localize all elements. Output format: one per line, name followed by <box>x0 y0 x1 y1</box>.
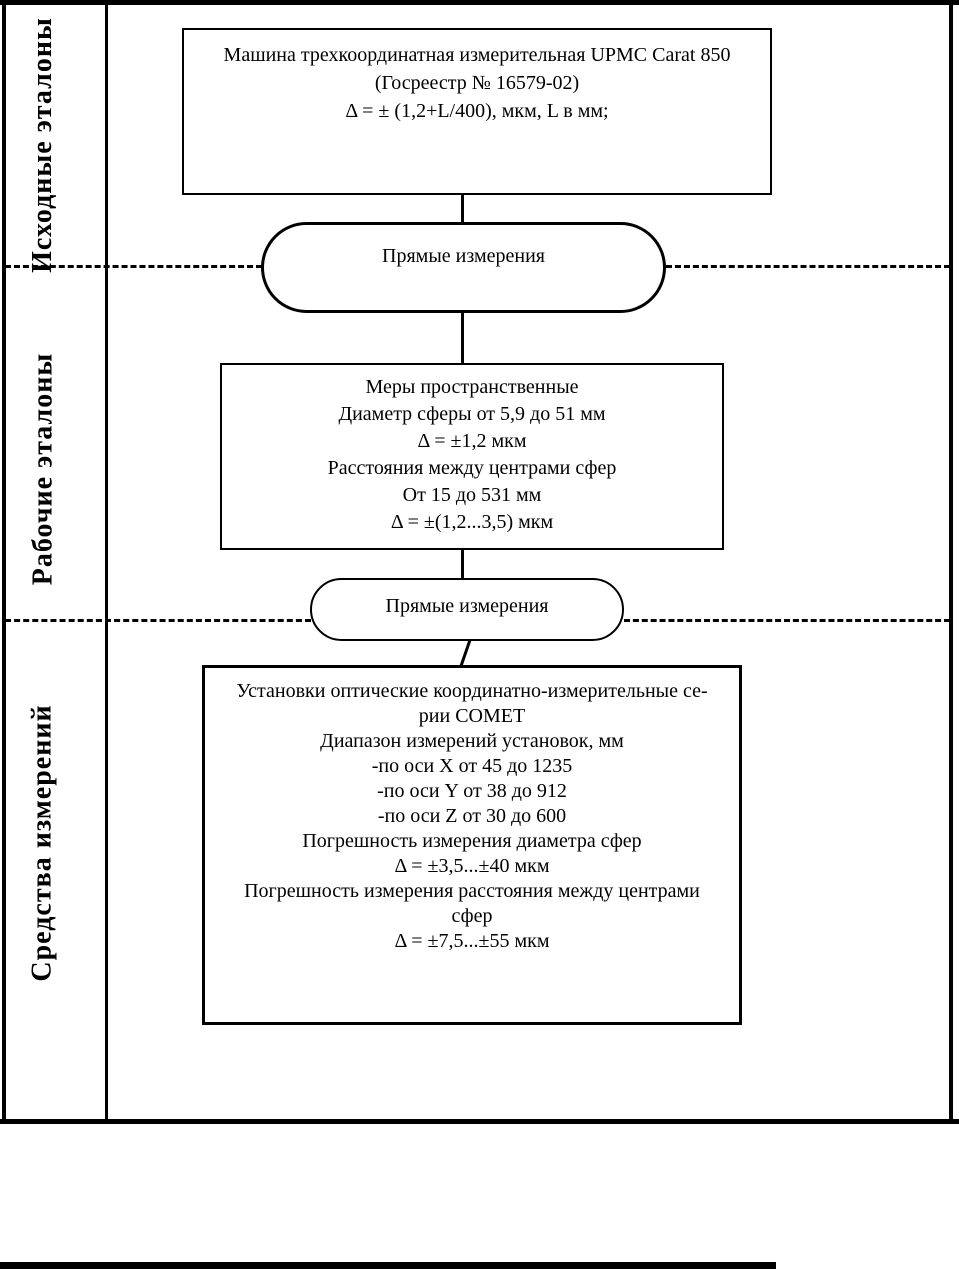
box-text-line: Погрешность измерения расстояния между ц… <box>244 880 700 902</box>
zone-boundary-2-right <box>624 619 950 622</box>
section-divider-line <box>0 1119 959 1124</box>
initial-standard-box: Машина трехкоординатная измерительная UP… <box>182 28 772 195</box>
box-text-line: Погрешность измерения диаметра сфер <box>302 830 642 852</box>
zone-label-text: Исходные эталоны <box>27 17 59 273</box>
connector-topbox-to-oval1 <box>461 194 464 224</box>
connector-oval2-to-bottombox <box>459 639 472 667</box>
box-text-line: сфер <box>451 905 493 927</box>
zone-label-initial-standards: Исходные эталоны <box>0 5 86 273</box>
box-text-line: Диаметр сферы от 5,9 до 51 мм <box>338 403 606 425</box>
zone-boundary-2-left <box>5 619 311 622</box>
box-text-line: Δ = ±1,2 мкм <box>417 430 527 452</box>
box-text-line: -по оси Y от 38 до 912 <box>377 780 567 802</box>
frame-left-border <box>2 0 6 1123</box>
zone-label-working-standards: Рабочие эталоны <box>0 268 86 620</box>
zone-label-measuring-instruments: Средства измерений <box>0 622 86 1119</box>
box-text-line: рии COMET <box>418 705 526 727</box>
connector-middlebox-to-oval2 <box>461 548 464 580</box>
box-text-line: Установки оптические координатно-измерит… <box>236 680 708 702</box>
box-text-line: Δ = ± (1,2+L/400), мкм, L в мм; <box>345 100 609 122</box>
box-text-line: Меры пространственные <box>365 376 579 398</box>
box-text-line: Δ = ±3,5...±40 мкм <box>394 855 550 877</box>
measuring-instrument-box: Установки оптические координатно-измерит… <box>202 665 742 1025</box>
transfer-method-label: Прямые измерения <box>382 245 545 267</box>
zone-label-text: Рабочие эталоны <box>27 352 59 586</box>
transfer-method-label: Прямые измерения <box>385 595 549 617</box>
box-text-line: (Госреестр № 16579-02) <box>374 72 580 94</box>
frame-right-border <box>949 0 953 1123</box>
connector-oval1-to-middlebox <box>461 310 464 364</box>
box-text-line: Δ = ±7,5...±55 мкм <box>394 930 550 952</box>
frame-top-border <box>0 0 959 5</box>
bottom-scan-bar <box>0 1262 776 1269</box>
box-text-line: -по оси Z от 30 до 600 <box>377 805 567 827</box>
zone-column-divider <box>105 0 108 1123</box>
box-text-line: От 15 до 531 мм <box>402 484 542 506</box>
box-text-line: Диапазон измерений установок, мм <box>320 730 624 752</box>
transfer-method-oval-2: Прямые измерения <box>310 578 624 641</box>
zone-label-text: Средства измерений <box>27 704 58 982</box>
zone-boundary-1-left <box>5 265 262 268</box>
working-standard-box: Меры пространственные Диаметр сферы от 5… <box>220 363 724 550</box>
box-text-line: Машина трехкоординатная измерительная UP… <box>223 44 731 66</box>
box-text-line: -по оси X от 45 до 1235 <box>371 755 573 777</box>
transfer-method-oval-1: Прямые измерения <box>261 222 666 313</box>
box-text-line: Расстояния между центрами сфер <box>327 457 617 479</box>
zone-boundary-1-right <box>666 265 950 268</box>
box-text-line: Δ = ±(1,2...3,5) мкм <box>390 511 554 533</box>
